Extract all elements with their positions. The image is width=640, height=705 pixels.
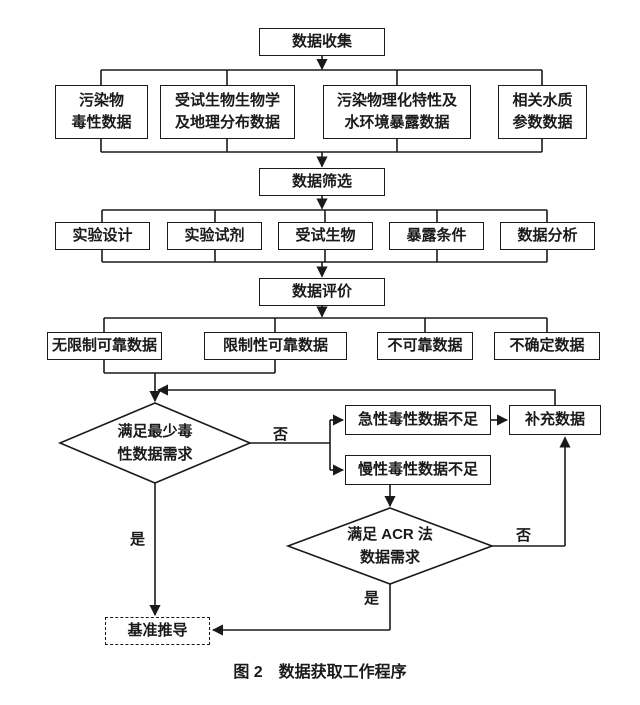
gather-data-sources: [100, 139, 543, 153]
decision-acr-label: 满足 ACR 法 数据需求: [347, 525, 433, 566]
edge-label-yes-2: 是: [364, 590, 380, 607]
node-data-screening: 数据筛选: [259, 168, 385, 196]
edge-label-yes-1: 是: [130, 531, 146, 548]
node-exposure-conditions: 暴露条件: [389, 222, 484, 250]
node-unrestricted-reliable: 无限制可靠数据: [47, 332, 162, 360]
node-data-collection: 数据收集: [259, 28, 385, 56]
edge-label-no-1: 否: [273, 426, 289, 443]
node-water-quality-params: 相关水质 参数数据: [498, 85, 587, 139]
node-organism-biology: 受试生物生物学 及地理分布数据: [160, 85, 295, 139]
node-unreliable: 不可靠数据: [377, 332, 473, 360]
node-experiment-design: 实验设计: [55, 222, 150, 250]
node-physchem-exposure: 污染物理化特性及 水环境暴露数据: [323, 85, 471, 139]
fanout-data-sources: [100, 69, 543, 85]
node-data-analysis: 数据分析: [500, 222, 595, 250]
gather-screening-criteria: [101, 250, 548, 263]
node-data-evaluation: 数据评价: [259, 278, 385, 306]
no1-branch: [250, 420, 331, 470]
fanout-screening-criteria: [101, 209, 548, 222]
figure-caption: 图 2 数据获取工作程序: [233, 664, 407, 681]
decision-min-toxicity-label: 满足最少毒 性数据需求: [117, 422, 193, 463]
node-acute-insufficient: 急性毒性数据不足: [345, 405, 491, 435]
fanout-evaluation-results: [103, 317, 548, 332]
node-uncertain: 不确定数据: [494, 332, 600, 360]
node-test-organisms: 受试生物: [278, 222, 373, 250]
gather-reliable-results: [103, 360, 276, 374]
feedback-supplement-to-decision: [156, 384, 556, 405]
node-chronic-insufficient: 慢性毒性数据不足: [345, 455, 491, 485]
edge-label-no-2: 否: [516, 527, 532, 544]
node-pollutant-toxicity: 污染物 毒性数据: [55, 85, 148, 139]
node-restricted-reliable: 限制性可靠数据: [204, 332, 347, 360]
node-supplement-data: 补充数据: [509, 405, 601, 435]
node-experiment-reagents: 实验试剂: [167, 222, 262, 250]
node-criteria-derivation: 基准推导: [105, 617, 210, 645]
